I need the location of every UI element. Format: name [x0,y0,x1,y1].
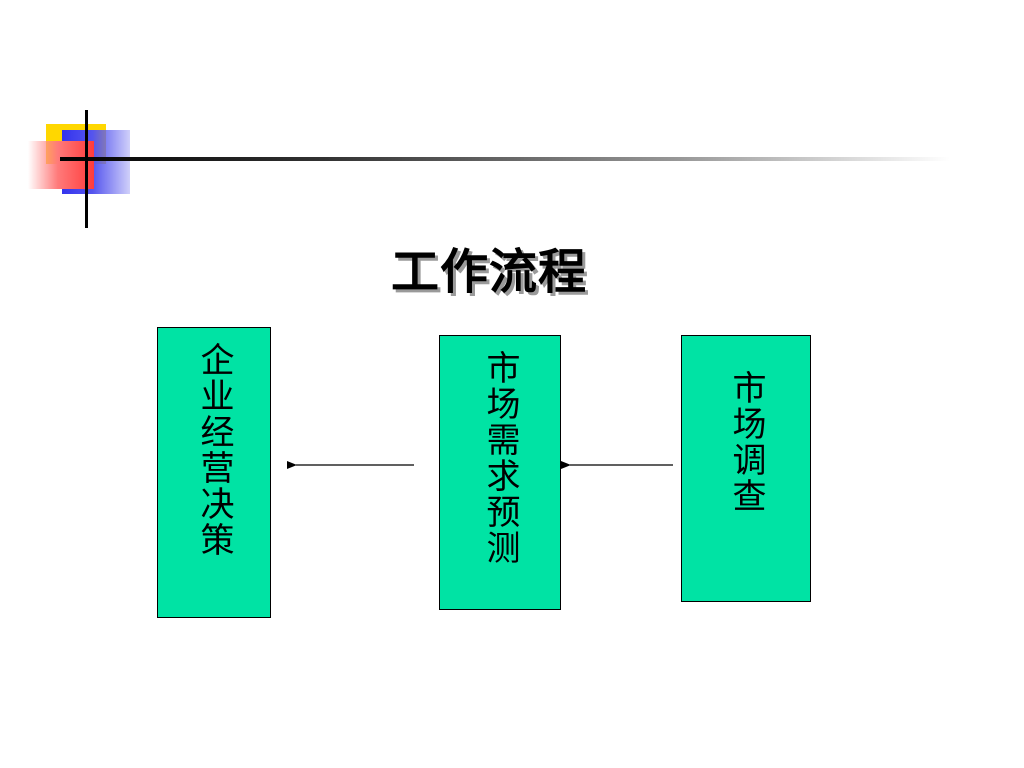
decor-vertical-rule [85,110,88,228]
flow-box-label: 企业经营决策 [194,342,234,558]
decor-red-square [28,141,94,189]
slide-title: 工作流程 [390,244,587,300]
flow-box-label: 市场调查 [726,370,766,514]
decor-horizontal-rule [60,157,950,161]
flow-box-business-decision: 企业经营决策 [157,327,271,618]
flow-box-demand-forecast: 市场需求预测 [439,335,561,610]
flow-box-label: 市场需求预测 [480,350,520,566]
flow-box-market-research: 市场调查 [681,335,811,602]
